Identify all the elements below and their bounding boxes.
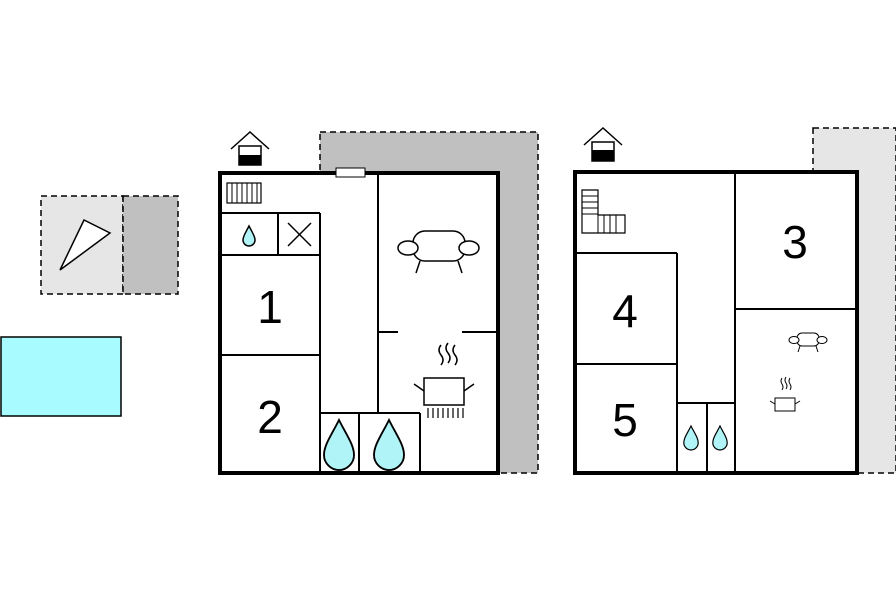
toilet-icon xyxy=(287,222,312,247)
room-number-5: 5 xyxy=(612,394,638,446)
garden-shed-area xyxy=(40,195,179,295)
sofa-icon xyxy=(397,230,480,274)
pool xyxy=(0,336,122,417)
room-number-4: 4 xyxy=(612,285,638,337)
sofa-icon xyxy=(788,332,828,353)
radiator-icon xyxy=(226,182,262,204)
terrace xyxy=(319,131,539,474)
entrance-icon xyxy=(583,126,623,162)
room-number-3: 3 xyxy=(782,216,808,268)
kitchen-icon xyxy=(413,342,475,418)
parasol-icon xyxy=(59,218,112,271)
upper-floor: 3 4 5 xyxy=(573,126,896,475)
room-number-2: 2 xyxy=(257,391,283,443)
room-number-1: 1 xyxy=(257,281,283,333)
window xyxy=(335,167,366,178)
entrance-icon xyxy=(230,130,270,166)
kitchen-icon xyxy=(769,376,801,412)
stairs-icon xyxy=(581,189,626,234)
ground-floor: 1 2 xyxy=(218,130,539,475)
